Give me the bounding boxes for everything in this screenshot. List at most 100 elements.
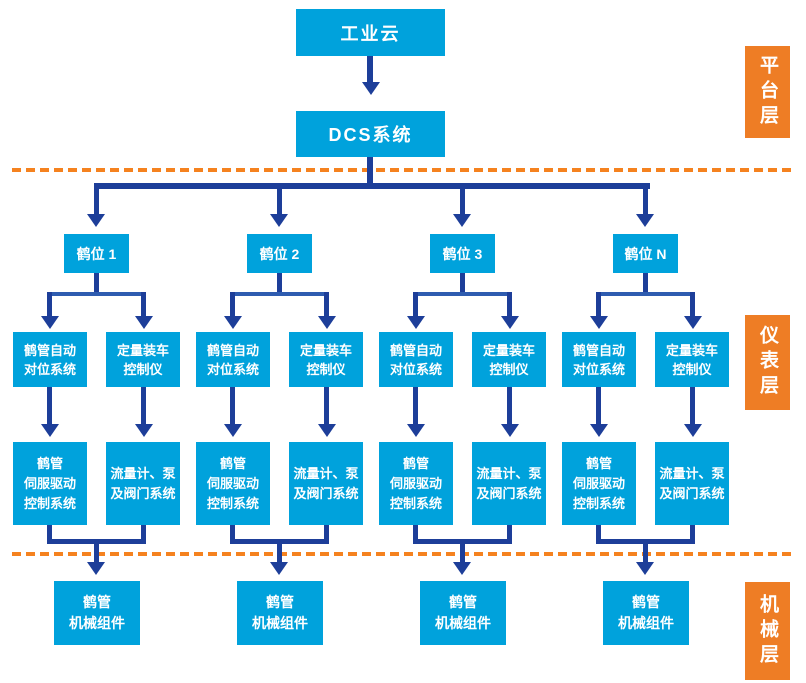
loading-controller-box: 定量装车 控制仪	[289, 332, 363, 387]
servo-system-box: 鹤管 伺服驱动 控制系统	[196, 442, 270, 525]
flow-system-box: 流量计、泵 及阀门系统	[655, 442, 729, 525]
servo-system-box: 鹤管 伺服驱动 控制系统	[562, 442, 636, 525]
connector-line	[277, 273, 282, 294]
connector-line	[47, 292, 52, 318]
bus-connector-line	[94, 183, 650, 189]
connector-line	[690, 525, 695, 543]
connector-line	[507, 387, 512, 425]
merge-connector-line	[596, 539, 695, 544]
connector-line	[277, 183, 282, 216]
arrow-down-icon	[270, 562, 288, 575]
station-group-3: 鹤位 3 鹤管自动 对位系统 定量装车 控制仪 鹤管 伺服驱动 控制系统 流量计…	[366, 0, 559, 683]
align-system-box: 鹤管自动 对位系统	[379, 332, 453, 387]
instrument-layer-label: 仪表层	[745, 315, 790, 410]
connector-line	[141, 525, 146, 543]
flow-system-box: 流量计、泵 及阀门系统	[472, 442, 546, 525]
connector-line	[413, 525, 418, 543]
arrow-down-icon	[270, 214, 288, 227]
connector-line	[367, 56, 373, 84]
arrow-down-icon	[453, 214, 471, 227]
align-system-box: 鹤管自动 对位系统	[562, 332, 636, 387]
split-connector-line	[597, 292, 695, 296]
arrow-down-icon	[590, 316, 608, 329]
connector-line	[413, 292, 418, 318]
connector-line	[643, 183, 648, 216]
station-box: 鹤位 2	[247, 234, 312, 273]
flow-system-box: 流量计、泵 及阀门系统	[289, 442, 363, 525]
mechanical-components-box: 鹤管 机械组件	[603, 581, 689, 645]
arrow-down-icon	[501, 424, 519, 437]
mechanical-components-box: 鹤管 机械组件	[54, 581, 140, 645]
connector-line	[460, 183, 465, 216]
mechanical-components-box: 鹤管 机械组件	[237, 581, 323, 645]
mechanical-layer-label: 机械层	[745, 582, 790, 680]
connector-line	[230, 292, 235, 318]
connector-line	[277, 543, 282, 563]
arrow-down-icon	[87, 214, 105, 227]
connector-line	[460, 543, 465, 563]
arrow-down-icon	[684, 316, 702, 329]
merge-connector-line	[413, 539, 512, 544]
connector-line	[460, 273, 465, 294]
connector-line	[507, 525, 512, 543]
instrument-mechanical-divider	[12, 552, 792, 556]
connector-line	[596, 525, 601, 543]
merge-connector-line	[47, 539, 146, 544]
connector-line	[324, 387, 329, 425]
connector-line	[230, 525, 235, 543]
station-group-1: 鹤位 1 鹤管自动 对位系统 定量装车 控制仪 鹤管 伺服驱动 控制系统 流量计…	[0, 0, 193, 683]
connector-line	[141, 387, 146, 425]
station-group-2: 鹤位 2 鹤管自动 对位系统 定量装车 控制仪 鹤管 伺服驱动 控制系统 流量计…	[183, 0, 376, 683]
arrow-down-icon	[407, 316, 425, 329]
connector-line	[690, 292, 695, 318]
connector-line	[596, 387, 601, 425]
dcs-system-box: DCS系统	[296, 111, 445, 157]
station-box: 鹤位 1	[64, 234, 129, 273]
servo-system-box: 鹤管 伺服驱动 控制系统	[13, 442, 87, 525]
servo-system-box: 鹤管 伺服驱动 控制系统	[379, 442, 453, 525]
arrow-down-icon	[453, 562, 471, 575]
merge-connector-line	[230, 539, 329, 544]
loading-controller-box: 定量装车 控制仪	[106, 332, 180, 387]
arrow-down-icon	[135, 424, 153, 437]
platform-layer-label: 平台层	[745, 46, 790, 138]
arrow-down-icon	[684, 424, 702, 437]
connector-line	[324, 525, 329, 543]
connector-line	[643, 273, 648, 294]
arrow-down-icon	[41, 316, 59, 329]
arrow-down-icon	[135, 316, 153, 329]
connector-line	[47, 525, 52, 543]
split-connector-line	[48, 292, 146, 296]
align-system-box: 鹤管自动 对位系统	[13, 332, 87, 387]
arrow-down-icon	[407, 424, 425, 437]
flow-system-box: 流量计、泵 及阀门系统	[106, 442, 180, 525]
connector-line	[324, 292, 329, 318]
arrow-down-icon	[87, 562, 105, 575]
connector-line	[507, 292, 512, 318]
connector-line	[94, 273, 99, 294]
arrow-down-icon	[224, 424, 242, 437]
arrow-down-icon	[636, 562, 654, 575]
connector-line	[413, 387, 418, 425]
loading-controller-box: 定量装车 控制仪	[655, 332, 729, 387]
arrow-down-icon	[224, 316, 242, 329]
arrow-down-icon	[318, 424, 336, 437]
station-box: 鹤位 N	[613, 234, 678, 273]
align-system-box: 鹤管自动 对位系统	[196, 332, 270, 387]
split-connector-line	[414, 292, 512, 296]
connector-line	[141, 292, 146, 318]
split-connector-line	[231, 292, 329, 296]
arrow-down-icon	[590, 424, 608, 437]
arrow-down-icon	[501, 316, 519, 329]
station-group-n: 鹤位 N 鹤管自动 对位系统 定量装车 控制仪 鹤管 伺服驱动 控制系统 流量计…	[549, 0, 742, 683]
arrow-down-icon	[636, 214, 654, 227]
arrow-down-icon	[41, 424, 59, 437]
connector-line	[230, 387, 235, 425]
connector-line	[643, 543, 648, 563]
industrial-cloud-box: 工业云	[296, 9, 445, 56]
connector-line	[94, 543, 99, 563]
loading-controller-box: 定量装车 控制仪	[472, 332, 546, 387]
arrow-down-icon	[362, 82, 380, 95]
connector-line	[47, 387, 52, 425]
